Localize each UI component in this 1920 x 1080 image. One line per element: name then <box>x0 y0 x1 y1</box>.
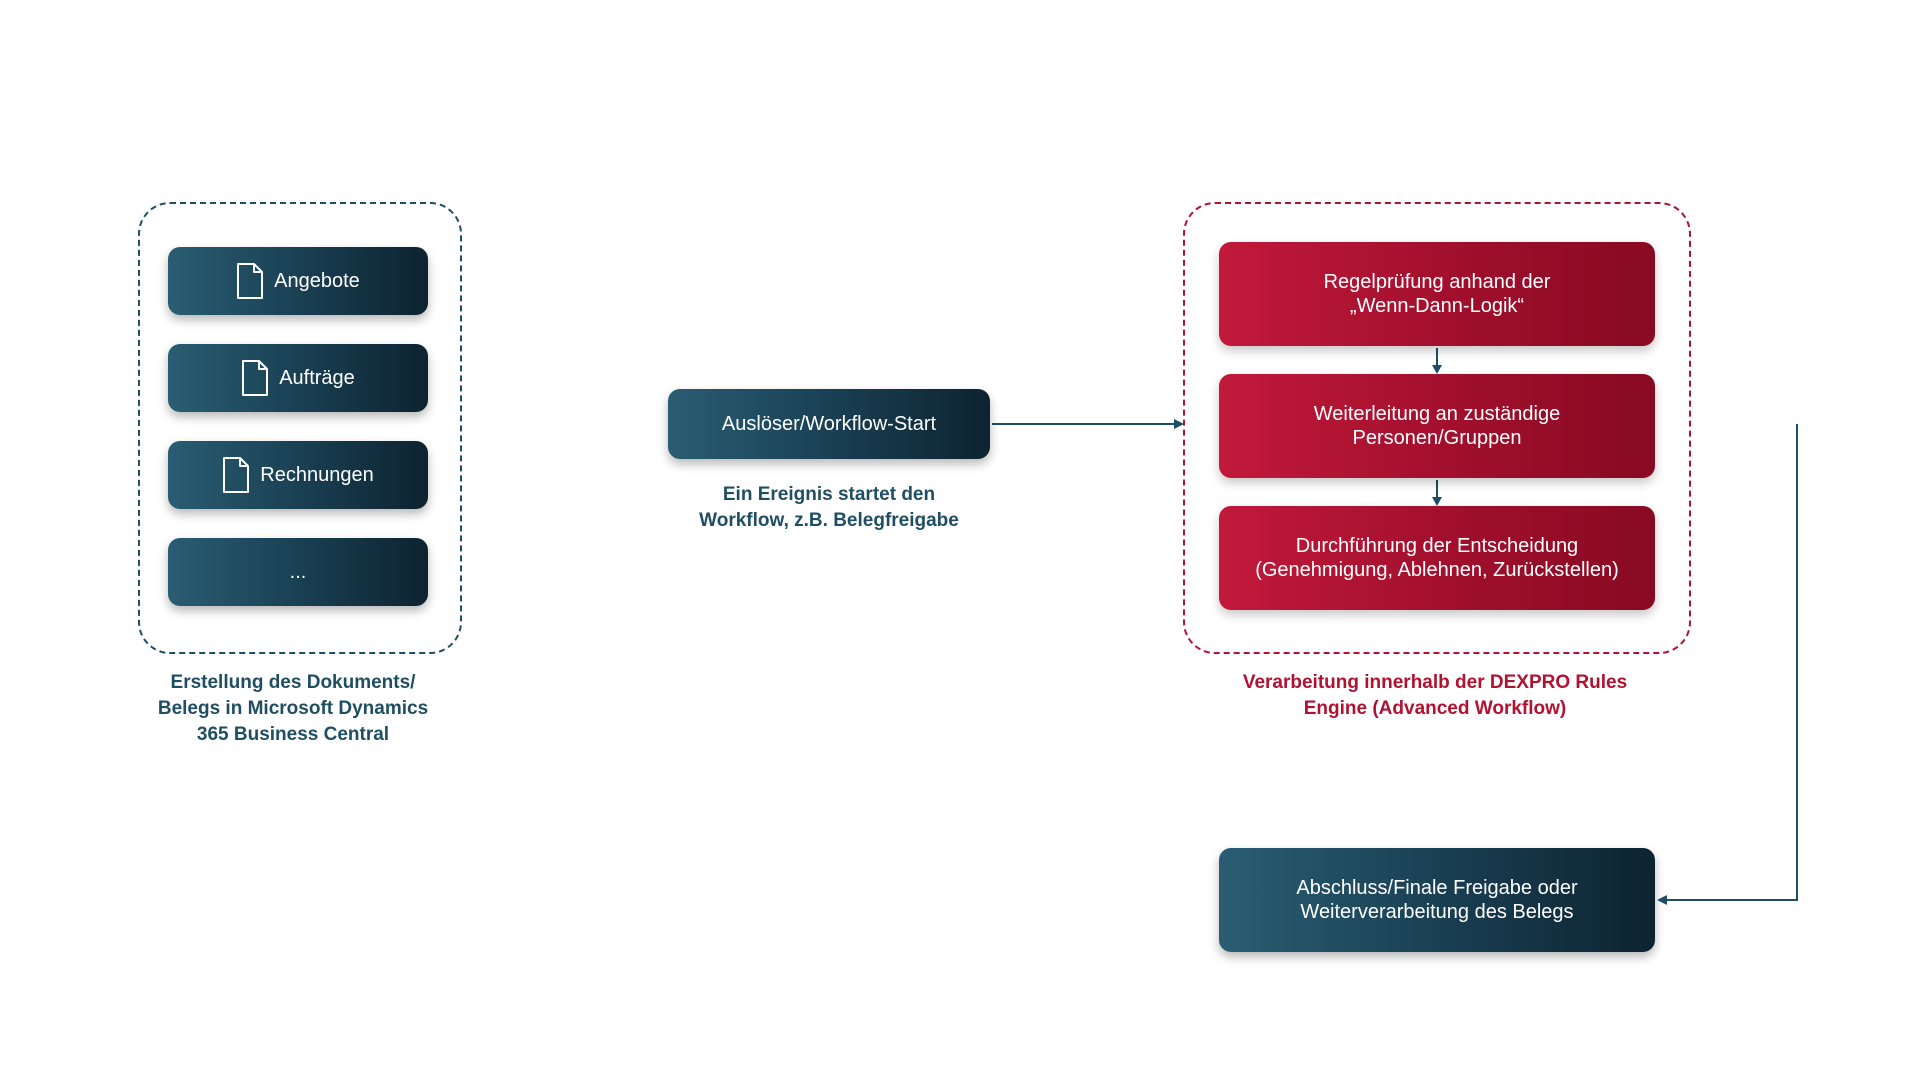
document-type-rechnungen[interactable]: Rechnungen <box>168 441 428 509</box>
document-type-label: ... <box>289 560 307 583</box>
arrowhead-step3 <box>1432 497 1442 506</box>
final-approval-label: Abschluss/Finale Freigabe oder Weiterver… <box>1296 877 1578 923</box>
rule-check-label: Regelprüfung anhand der „Wenn-Dann-Logik… <box>1323 271 1551 317</box>
forwarding-label: Weiterleitung an zuständige Personen/Gru… <box>1313 403 1561 449</box>
document-creation-group <box>138 202 462 654</box>
rules-engine-caption: Verarbeitung innerhalb der DEXPRO Rules … <box>1242 672 1628 719</box>
connector-engine-to-final <box>1666 424 1798 901</box>
workflow-trigger-button[interactable]: Auslöser/Workflow-Start <box>668 389 990 459</box>
forwarding-step[interactable]: Weiterleitung an zuständige Personen/Gru… <box>1219 374 1655 478</box>
document-type-label: Angebote <box>274 269 360 292</box>
document-type-more[interactable]: ... <box>168 538 428 606</box>
arrowhead-final <box>1657 895 1667 905</box>
decision-label: Durchführung der Entscheidung (Genehmigu… <box>1255 535 1619 581</box>
decision-step[interactable]: Durchführung der Entscheidung (Genehmigu… <box>1219 506 1655 610</box>
rule-check-step[interactable]: Regelprüfung anhand der „Wenn-Dann-Logik… <box>1219 242 1655 346</box>
workflow-trigger-caption: Ein Ereignis startet den Workflow, z.B. … <box>699 484 959 531</box>
arrowhead-engine <box>1174 419 1184 429</box>
document-type-label: Rechnungen <box>260 463 374 486</box>
document-icon <box>237 263 264 299</box>
rules-engine-group <box>1183 202 1691 654</box>
arrowhead-step2 <box>1432 365 1442 374</box>
document-icon <box>242 360 269 396</box>
document-type-auftraege[interactable]: Aufträge <box>168 344 428 412</box>
document-creation-caption: Erstellung des Dokuments/ Belegs in Micr… <box>157 672 429 745</box>
document-type-label: Aufträge <box>279 366 355 389</box>
document-icon <box>223 457 250 493</box>
document-type-angebote[interactable]: Angebote <box>168 247 428 315</box>
workflow-trigger-label: Auslöser/Workflow-Start <box>721 412 937 435</box>
final-approval-step[interactable]: Abschluss/Finale Freigabe oder Weiterver… <box>1219 848 1655 952</box>
